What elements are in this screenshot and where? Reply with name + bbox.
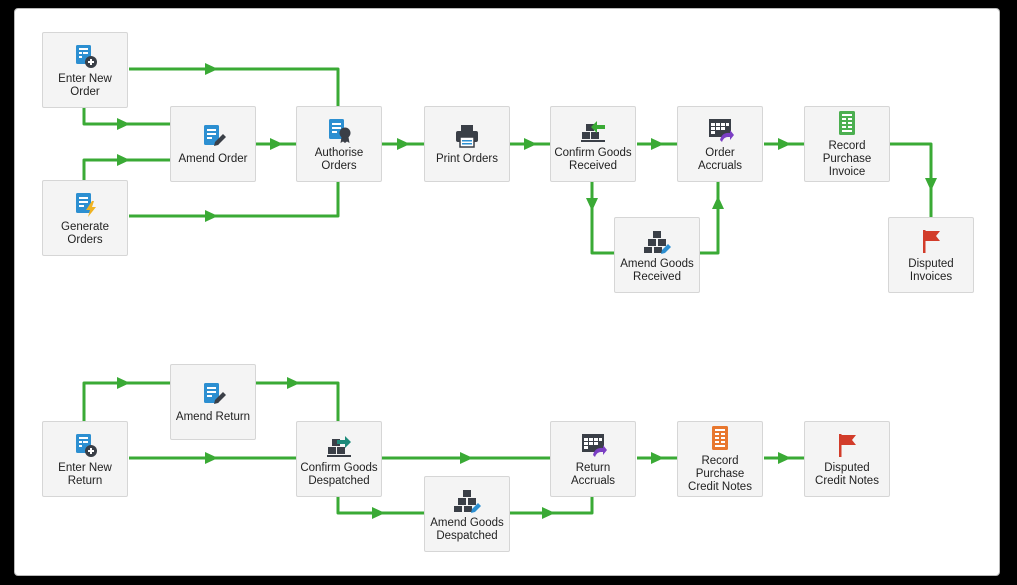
record-purchase-credit-notes-node[interactable]: Record Purchase Credit Notes (677, 421, 763, 497)
amend-return-node[interactable]: Amend Return (170, 364, 256, 440)
amend-goods-received-node[interactable]: Amend Goods Received (614, 217, 700, 293)
disputed-credit-notes-node[interactable]: Disputed Credit Notes (804, 421, 890, 497)
node-label: Record Purchase Invoice (822, 140, 872, 178)
amend-goods-icon (643, 227, 671, 255)
enter-new-order-node[interactable]: Enter New Order (42, 32, 128, 108)
node-label: Disputed Credit Notes (815, 461, 879, 487)
flag-icon (833, 431, 861, 459)
node-label: Enter New Order (58, 72, 112, 98)
enter-new-return-node[interactable]: Enter New Return (42, 421, 128, 497)
node-label: Disputed Invoices (908, 257, 954, 283)
print-orders-node[interactable]: Print Orders (424, 106, 510, 182)
order-accruals-node[interactable]: Order Accruals (677, 106, 763, 182)
despatch-goods-icon (325, 431, 353, 459)
amend-goods-icon (453, 486, 481, 514)
confirm-goods-received-node[interactable]: Confirm Goods Received (550, 106, 636, 182)
node-label: Amend Order (178, 153, 248, 165)
edit-document-icon (199, 380, 227, 408)
accruals-icon (579, 431, 607, 459)
node-label: Enter New Return (58, 461, 112, 487)
node-label: Order Accruals (697, 146, 743, 172)
accruals-icon (706, 116, 734, 144)
flag-icon (917, 227, 945, 255)
amend-order-node[interactable]: Amend Order (170, 106, 256, 182)
generate-orders-node[interactable]: Generate Orders (42, 180, 128, 256)
node-label: Amend Goods Received (620, 257, 694, 283)
node-label: Confirm Goods Received (554, 146, 632, 172)
invoice-icon (833, 109, 861, 137)
authorise-document-icon (325, 116, 353, 144)
generate-document-icon (71, 190, 99, 218)
receive-goods-icon (579, 116, 607, 144)
node-label: Record Purchase Credit Notes (688, 455, 752, 493)
node-label: Print Orders (436, 153, 498, 165)
edit-document-icon (199, 122, 227, 150)
node-label: Return Accruals (570, 461, 616, 487)
disputed-invoices-node[interactable]: Disputed Invoices (888, 217, 974, 293)
new-document-icon (71, 431, 99, 459)
new-document-icon (71, 42, 99, 70)
node-label: Amend Goods Despatched (430, 516, 504, 542)
node-label: Confirm Goods Despatched (300, 461, 378, 487)
credit-note-icon (706, 424, 734, 452)
return-accruals-node[interactable]: Return Accruals (550, 421, 636, 497)
record-purchase-invoice-node[interactable]: Record Purchase Invoice (804, 106, 890, 182)
amend-goods-despatched-node[interactable]: Amend Goods Despatched (424, 476, 510, 552)
printer-icon (453, 122, 481, 150)
node-label: Generate Orders (61, 220, 109, 246)
node-label: Authorise Orders (314, 146, 364, 172)
authorise-orders-node[interactable]: Authorise Orders (296, 106, 382, 182)
node-label: Amend Return (175, 411, 251, 423)
confirm-goods-despatched-node[interactable]: Confirm Goods Despatched (296, 421, 382, 497)
